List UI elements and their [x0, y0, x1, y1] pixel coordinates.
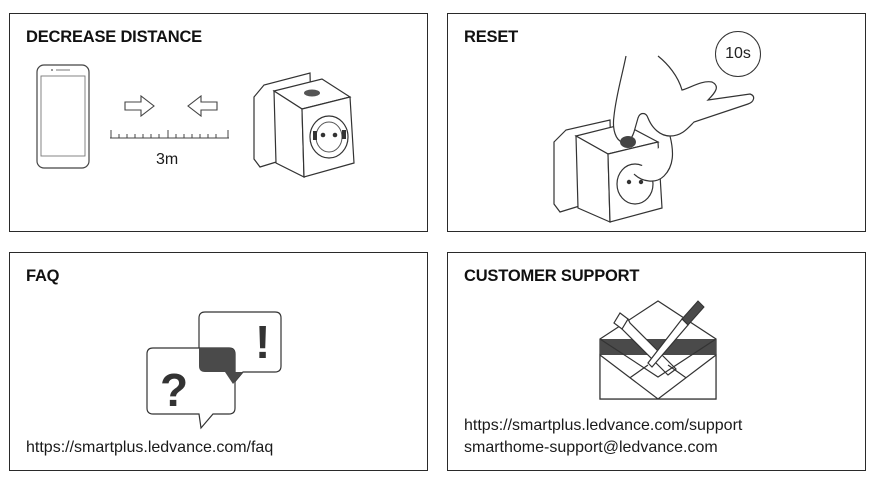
- arrow-right-icon: [124, 94, 155, 118]
- arrow-left-icon: [187, 94, 218, 118]
- smartphone-icon: [36, 64, 90, 169]
- timer-badge: 10s: [715, 31, 761, 77]
- customer-support-title: CUSTOMER SUPPORT: [464, 267, 640, 285]
- decrease-distance-panel: DECREASE DISTANCE 3m: [9, 13, 428, 232]
- reset-title: RESET: [464, 28, 519, 46]
- faq-url[interactable]: https://smartplus.ledvance.com/faq: [26, 439, 274, 456]
- distance-label: 3m: [156, 151, 179, 168]
- exclamation-mark: !: [255, 316, 271, 368]
- support-email[interactable]: smarthome-support@ledvance.com: [464, 439, 718, 456]
- ruler-icon: [110, 130, 229, 139]
- smart-plug-icon: [253, 72, 355, 178]
- support-url[interactable]: https://smartplus.ledvance.com/support: [464, 417, 743, 434]
- speech-bubbles-icon: [146, 311, 282, 430]
- reset-panel: RESET 10s: [447, 13, 866, 232]
- customer-support-panel: CUSTOMER SUPPORT https://smartplus.ledva…: [447, 252, 866, 471]
- question-mark: ?: [160, 364, 189, 416]
- faq-panel: FAQ ? ! https://smartplus.ledvance.com/f…: [9, 252, 428, 471]
- envelope-tools-icon: [599, 300, 717, 400]
- decrease-distance-title: DECREASE DISTANCE: [26, 28, 202, 46]
- faq-title: FAQ: [26, 267, 60, 285]
- hand-press-icon: [612, 55, 755, 182]
